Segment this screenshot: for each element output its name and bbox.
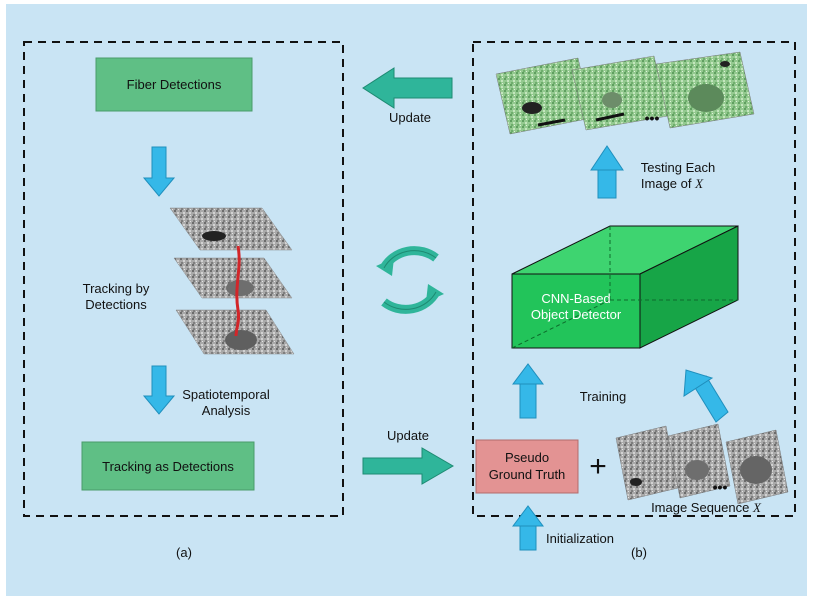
update-bottom-label: Update (387, 428, 429, 443)
up-arrow-icon (597, 169, 617, 199)
update-right-arrow-icon (362, 447, 454, 485)
cnn-label-2: Object Detector (531, 307, 622, 322)
fiber-line (595, 112, 625, 122)
tracking-image-stack (169, 207, 295, 355)
fiber-blob (630, 478, 642, 486)
panel-b-caption: (b) (631, 545, 647, 560)
tracking-as-detections-box (81, 441, 255, 491)
fiber-detections-label: Fiber Detections (127, 77, 222, 92)
ellipsis-bottom: ••• (713, 479, 728, 495)
panel-a-border (23, 41, 344, 517)
tracking-by-detections-label-2: Detections (85, 297, 147, 312)
track-line (234, 245, 241, 337)
fiber-blob (720, 61, 730, 67)
testing-label-1: Testing Each (641, 160, 715, 175)
fiber-blob (602, 92, 622, 108)
fiber-blob (202, 231, 226, 241)
panel-a-caption: (a) (176, 545, 192, 560)
spatiotemporal-label-1: Spatiotemporal (182, 387, 270, 402)
tracking-frame-1 (169, 207, 293, 251)
down-arrow-icon (142, 146, 176, 197)
ellipsis-top: ••• (645, 110, 660, 126)
update-left-arrow-icon (362, 67, 453, 109)
plus-sign: + (589, 450, 607, 483)
fiber-line (537, 118, 566, 127)
training-up-arrow-icon (519, 383, 537, 419)
training-up-arrow-head (512, 363, 544, 385)
fiber-blob (688, 84, 724, 112)
fiber-blob (226, 280, 254, 296)
pseudo-ground-truth-box (475, 439, 579, 494)
refresh-cycle-icon (376, 246, 444, 314)
pseudo-label-2: Ground Truth (489, 467, 566, 482)
fiber-blob (225, 330, 257, 350)
fiber-blob (740, 456, 772, 484)
image-sequence-stack (615, 423, 789, 505)
tracking-as-detections-label: Tracking as Detections (102, 459, 234, 474)
initialization-up-arrow-head (512, 505, 544, 527)
training-diagonal-arrow-head (683, 369, 714, 397)
down-arrow-icon (142, 365, 176, 415)
image-sequence-label: Image Sequence X (651, 500, 762, 515)
update-top-label: Update (389, 110, 431, 125)
tracking-by-detections-label-1: Tracking by (83, 281, 150, 296)
up-arrow-head (590, 145, 624, 171)
spatiotemporal-label-2: Analysis (202, 403, 251, 418)
initialization-up-arrow-icon (519, 525, 537, 551)
pseudo-label-1: Pseudo (505, 450, 549, 465)
cnn-label-1: CNN-Based (541, 291, 610, 306)
tracking-frame-2 (173, 257, 293, 299)
training-label: Training (580, 389, 626, 404)
panel-b-border (472, 41, 796, 517)
test-image-stack (495, 51, 755, 135)
testing-label-2: Image of X (641, 176, 704, 191)
cnn-detector-cube (511, 225, 739, 349)
fiber-detections-box (95, 57, 253, 112)
initialization-label: Initialization (546, 531, 614, 546)
fiber-blob (685, 460, 709, 480)
fiber-blob (522, 102, 542, 114)
